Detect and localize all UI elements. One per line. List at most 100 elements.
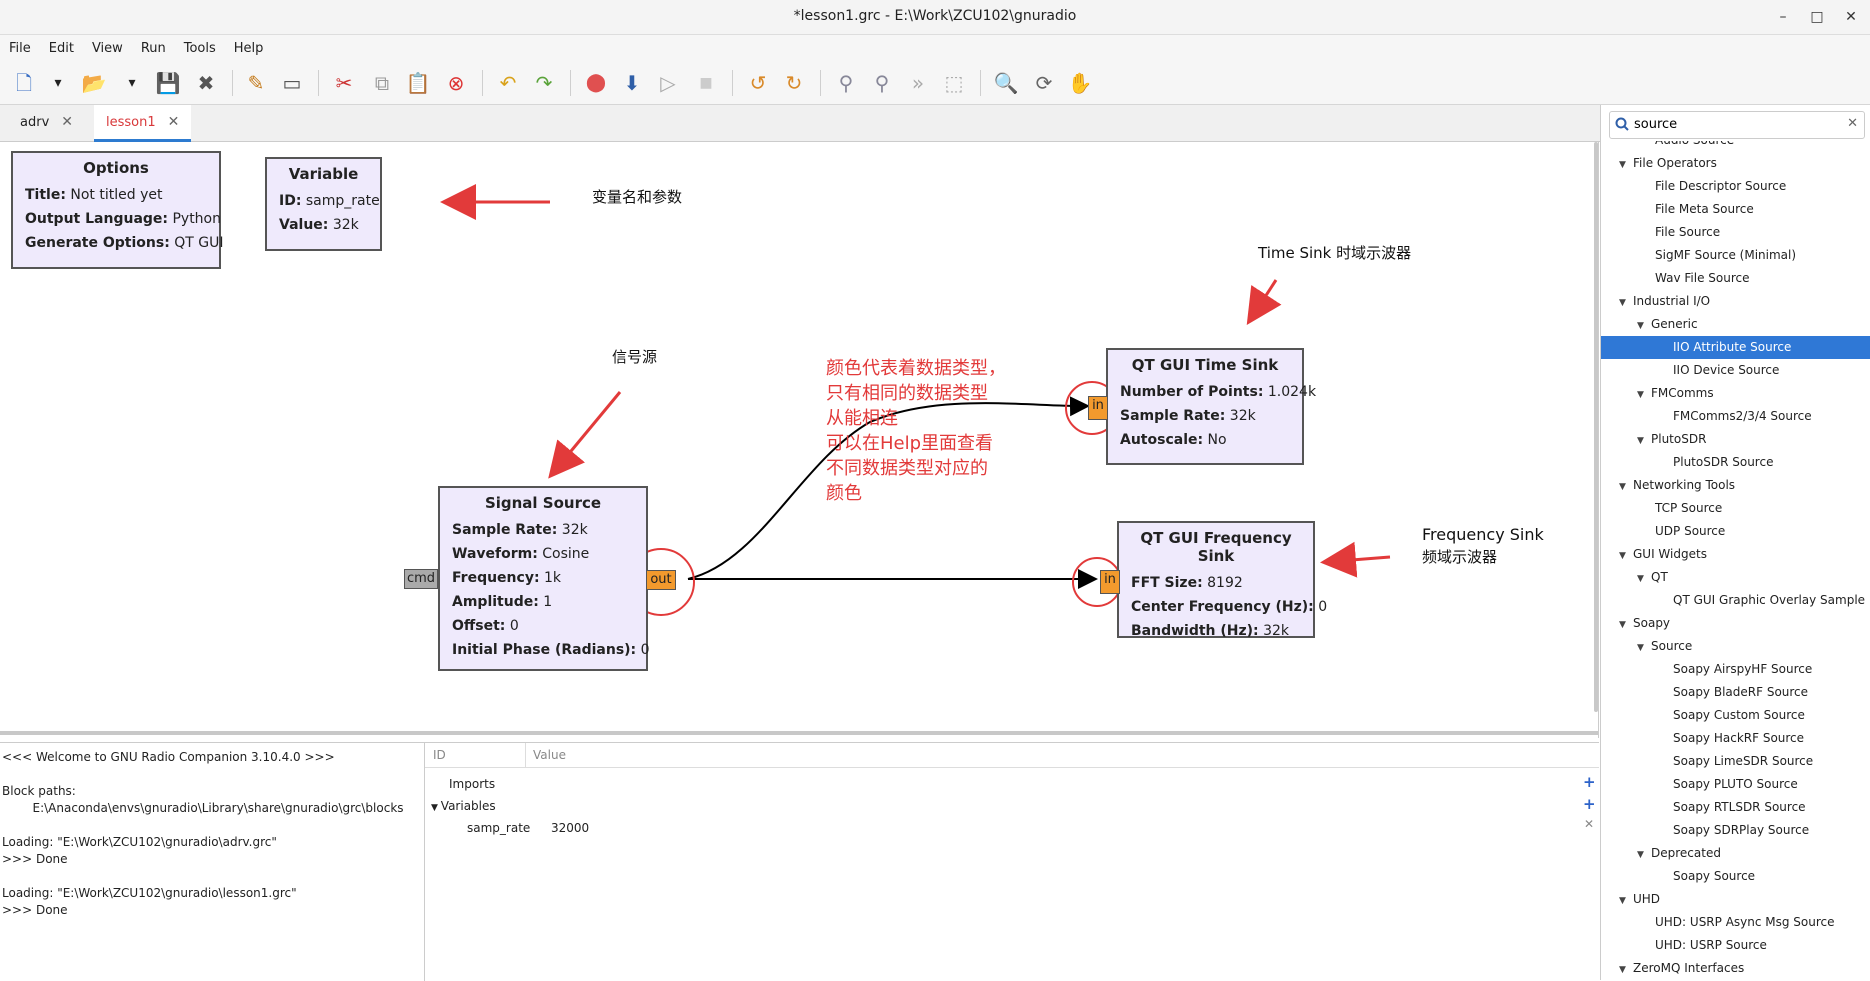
expand-arrow-icon[interactable]: ▼: [1619, 482, 1626, 492]
expand-arrow-icon[interactable]: ▼: [1637, 321, 1644, 331]
menu-run[interactable]: Run: [140, 41, 166, 56]
tree-item[interactable]: ▼ZeroMQ Interfaces: [1601, 957, 1870, 980]
menu-edit[interactable]: Edit: [48, 41, 74, 56]
search-input[interactable]: [1632, 116, 1836, 133]
time-sink-block[interactable]: QT GUI Time Sink Number of Points: 1.024…: [1106, 348, 1316, 465]
expand-arrow-icon[interactable]: ▼: [1637, 390, 1644, 400]
enable-icon[interactable]: ⚲: [838, 71, 854, 95]
tree-item[interactable]: IIO Attribute Source: [1601, 336, 1870, 359]
generate-icon[interactable]: ⬇: [623, 71, 641, 95]
close-window-button[interactable]: ✕: [1845, 9, 1857, 25]
variables-row[interactable]: ▼ Variables: [431, 799, 496, 813]
tree-item[interactable]: ▼PlutoSDR: [1601, 428, 1870, 451]
close-tab-icon[interactable]: ✕: [167, 114, 180, 130]
tree-item[interactable]: IIO Device Source: [1601, 359, 1870, 382]
tab-lesson1[interactable]: lesson1✕: [94, 105, 192, 142]
execute-icon[interactable]: ▷: [660, 71, 676, 95]
freq-sink-in-port[interactable]: in: [1100, 570, 1120, 594]
time-sink-in-port[interactable]: in: [1088, 396, 1108, 420]
clear-search-icon[interactable]: ✕: [1847, 116, 1858, 131]
variable-block[interactable]: Variable ID: samp_rate Value: 32k: [265, 157, 382, 251]
tree-item[interactable]: UDP Source: [1601, 520, 1870, 543]
open-dropdown-icon[interactable]: ▾: [128, 75, 136, 91]
out-port[interactable]: out: [646, 570, 676, 590]
tree-item[interactable]: Soapy RTLSDR Source: [1601, 796, 1870, 819]
tree-item[interactable]: Soapy SDRPlay Source: [1601, 819, 1870, 842]
stop-icon[interactable]: ⬤: [585, 72, 607, 93]
expand-arrow-icon[interactable]: ▼: [1619, 965, 1626, 975]
reload-icon[interactable]: ⟳: [1035, 71, 1053, 95]
tree-item[interactable]: ▼Networking Tools: [1601, 474, 1870, 497]
flowgraph-canvas[interactable]: Options Title: Not titled yet Output Lan…: [0, 142, 1599, 738]
tree-item[interactable]: ▼GUI Widgets: [1601, 543, 1870, 566]
tree-item[interactable]: Soapy Custom Source: [1601, 704, 1870, 727]
cmd-port[interactable]: cmd: [404, 569, 438, 589]
tree-item[interactable]: Soapy Source: [1601, 865, 1870, 888]
disable-icon[interactable]: ⚲: [874, 71, 890, 95]
tree-item[interactable]: Soapy BladeRF Source: [1601, 681, 1870, 704]
expand-arrow-icon[interactable]: ▼: [1619, 620, 1626, 630]
rotate-ccw-icon[interactable]: ↺: [749, 71, 767, 95]
options-block[interactable]: Options Title: Not titled yet Output Lan…: [11, 151, 224, 269]
signal-source-block[interactable]: Signal Source Sample Rate: 32k Waveform:…: [438, 486, 650, 671]
undo-icon[interactable]: ↶: [499, 71, 517, 95]
expand-arrow-icon[interactable]: ▼: [1637, 850, 1644, 860]
new-icon[interactable]: 🗋: [15, 71, 33, 95]
menu-view[interactable]: View: [91, 41, 123, 56]
properties-icon[interactable]: ✎: [247, 71, 265, 95]
expand-arrow-icon[interactable]: ▼: [1619, 896, 1626, 906]
kill-icon[interactable]: ■: [699, 75, 713, 91]
column-value[interactable]: Value: [533, 748, 566, 762]
tree-item[interactable]: ▼Deprecated: [1601, 842, 1870, 865]
tree-item[interactable]: ▼FMComms: [1601, 382, 1870, 405]
save-icon[interactable]: 💾: [155, 71, 181, 95]
tree-item[interactable]: Soapy LimeSDR Source: [1601, 750, 1870, 773]
tree-item[interactable]: File Descriptor Source: [1601, 175, 1870, 198]
column-id[interactable]: ID: [433, 748, 446, 762]
tree-item[interactable]: File Meta Source: [1601, 198, 1870, 221]
imports-row[interactable]: Imports: [449, 777, 496, 791]
open-icon[interactable]: 📂: [81, 71, 107, 95]
expand-icon[interactable]: ▼: [431, 803, 441, 813]
tree-item[interactable]: PlutoSDR Source: [1601, 451, 1870, 474]
tree-item[interactable]: ▼QT: [1601, 566, 1870, 589]
variable-name[interactable]: samp_rate: [467, 821, 531, 835]
variable-value[interactable]: 32000: [551, 821, 590, 835]
tree-item[interactable]: SigMF Source (Minimal): [1601, 244, 1870, 267]
tree-item[interactable]: ▼File Operators: [1601, 152, 1870, 175]
tree-item[interactable]: ▼Generic: [1601, 313, 1870, 336]
expand-arrow-icon[interactable]: ▼: [1619, 160, 1626, 170]
tree-item[interactable]: File Source: [1601, 221, 1870, 244]
tree-item[interactable]: ▼UHD: [1601, 888, 1870, 911]
tree-item[interactable]: UHD: USRP Source: [1601, 934, 1870, 957]
remove-variable-icon[interactable]: ✕: [1584, 817, 1595, 831]
add-variable-icon[interactable]: +: [1583, 795, 1596, 813]
tree-item[interactable]: Wav File Source: [1601, 267, 1870, 290]
canvas-horizontal-scrollbar[interactable]: [0, 731, 1598, 735]
tree-item[interactable]: FMComms2/3/4 Source: [1601, 405, 1870, 428]
menu-file[interactable]: File: [9, 41, 31, 56]
tree-item[interactable]: Audio Source: [1601, 141, 1870, 152]
tree-item[interactable]: ▼Soapy: [1601, 612, 1870, 635]
tree-item[interactable]: Soapy HackRF Source: [1601, 727, 1870, 750]
menu-help[interactable]: Help: [233, 41, 264, 56]
expand-arrow-icon[interactable]: ▼: [1637, 436, 1644, 446]
close-tab-icon[interactable]: ✕: [61, 114, 73, 130]
screen-icon[interactable]: ▭: [282, 71, 302, 95]
tree-item[interactable]: Soapy PLUTO Source: [1601, 773, 1870, 796]
minimize-button[interactable]: –: [1779, 9, 1787, 25]
block-search[interactable]: ✕: [1609, 111, 1865, 139]
new-dropdown-icon[interactable]: ▾: [54, 75, 62, 91]
close-file-icon[interactable]: ✖: [197, 71, 215, 95]
bypass-icon[interactable]: »: [911, 71, 925, 95]
add-import-icon[interactable]: +: [1583, 773, 1596, 791]
redo-icon[interactable]: ↷: [535, 71, 553, 95]
expand-arrow-icon[interactable]: ▼: [1637, 643, 1644, 653]
help-icon[interactable]: ✋: [1067, 71, 1093, 95]
maximize-button[interactable]: □: [1810, 9, 1824, 25]
tree-item[interactable]: UHD: USRP Async Msg Source: [1601, 911, 1870, 934]
copy-icon[interactable]: ⧉: [374, 71, 390, 95]
cut-icon[interactable]: ✂: [335, 71, 353, 95]
menu-tools[interactable]: Tools: [183, 41, 216, 56]
